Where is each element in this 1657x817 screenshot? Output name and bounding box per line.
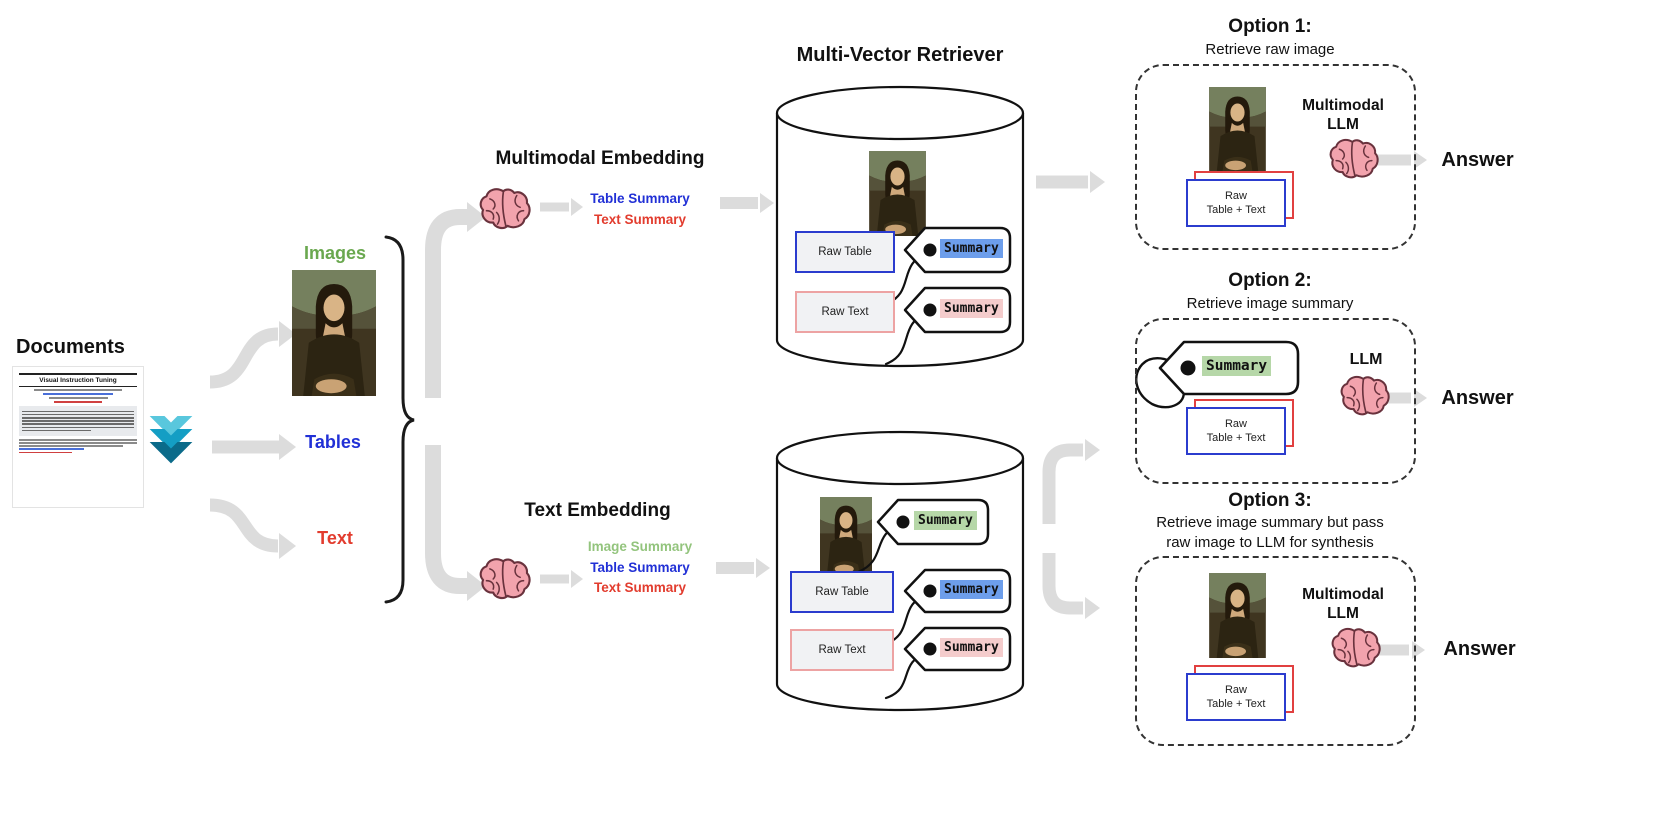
store2-raw-text-box: Raw Text — [790, 629, 894, 671]
option3-raw-doc-box: Raw Table + Text — [1186, 673, 1286, 721]
store1-raw-text-box: Raw Text — [795, 291, 895, 333]
option2-raw-doc-line2: Table + Text — [1206, 432, 1266, 444]
option2-raw-doc-box: Raw Table + Text — [1186, 407, 1286, 455]
option1-llm-label: Multimodal LLM — [1302, 97, 1384, 134]
option3-raw-doc-line2: Table + Text — [1206, 698, 1266, 710]
option1-raw-doc-box: Raw Table + Text — [1186, 179, 1286, 227]
retriever-title: Multi-Vector Retriever — [796, 44, 1004, 66]
option2-subtitle: Retrieve image summary — [1186, 295, 1354, 312]
option2-answer-label: Answer — [1441, 387, 1514, 409]
multimodal-embedding-title: Multimodal Embedding — [495, 148, 705, 169]
option2-dashed-box — [1135, 318, 1416, 484]
arrow-docs-to-text — [209, 498, 279, 553]
option3-llm-label: Multimodal LLM — [1302, 586, 1384, 623]
paper-text-line — [19, 445, 123, 447]
paper-title: Visual Instruction Tuning — [39, 376, 117, 384]
paper-text-line — [22, 416, 134, 419]
option1-title: Option 1: — [1228, 16, 1312, 37]
paper-thumbnail: Visual Instruction Tuning — [12, 366, 144, 508]
arrow-to-text-embedding — [425, 445, 468, 594]
store2-raw-table-label: Raw Table — [815, 586, 869, 598]
option2-llm-label: LLM — [1349, 351, 1383, 368]
chevron-logo-icon — [149, 416, 193, 464]
paper-text-line — [22, 426, 134, 429]
store2-text-summary-tag-label: Summary — [940, 638, 1003, 657]
paper-text-line — [22, 423, 134, 425]
paper-rule — [19, 373, 137, 375]
paper-text-line — [19, 442, 137, 444]
mm-table-summary-label: Table Summary — [590, 191, 690, 206]
store1-table-summary-tag-label: Summary — [940, 239, 1003, 258]
te-table-summary-label: Table Summary — [590, 560, 690, 575]
store1-raw-text-label: Raw Text — [821, 306, 869, 318]
store1-text-summary-tag-label: Summary — [940, 299, 1003, 318]
arrow-store2-to-option3 — [1042, 553, 1083, 615]
grouping-brace — [384, 235, 415, 604]
multimodal-embedding-brain-icon — [479, 188, 531, 230]
arrow-docs-to-images — [209, 327, 279, 389]
option1-subtitle: Retrieve raw image — [1205, 41, 1335, 58]
store1-portrait-painting — [869, 151, 926, 236]
documents-heading: Documents — [16, 336, 125, 358]
option1-raw-doc-line1: Raw — [1224, 189, 1247, 202]
te-image-summary-label: Image Summary — [587, 539, 693, 554]
paper-author-line — [34, 389, 122, 391]
option3-subtitle-line2: raw image to LLM for synthesis — [1166, 534, 1374, 551]
paper-text-line — [22, 410, 134, 413]
store2-raw-text-label: Raw Text — [818, 644, 866, 656]
option2-title: Option 2: — [1228, 270, 1312, 291]
paper-text-line — [19, 438, 137, 441]
option3-subtitle-line1: Retrieve image summary but pass — [1156, 514, 1384, 531]
paper-link-line — [19, 451, 73, 454]
store2-image-summary-tag-label: Summary — [914, 511, 977, 530]
paper-text-line — [22, 413, 134, 416]
text-embedding-title: Text Embedding — [524, 500, 671, 521]
text-label: Text — [317, 528, 353, 548]
store1-raw-table-label: Raw Table — [818, 246, 872, 258]
source-portrait-painting — [292, 270, 376, 396]
paper-link-line — [54, 401, 102, 403]
arrow-to-multimodal-embedding — [425, 209, 468, 398]
paper-author-line — [48, 397, 108, 399]
arrow-store2-to-option2 — [1042, 443, 1083, 524]
option2-raw-doc-line1: Raw — [1224, 417, 1247, 430]
option1-answer-label: Answer — [1441, 149, 1514, 171]
option3-title: Option 3: — [1228, 490, 1312, 511]
store1-raw-table-box: Raw Table — [795, 231, 895, 273]
paper-text-line — [22, 420, 134, 422]
paper-link-line — [19, 448, 84, 451]
tables-label: Tables — [305, 432, 361, 452]
mm-text-summary-label: Text Summary — [593, 212, 687, 227]
store2-raw-table-box: Raw Table — [790, 571, 894, 613]
store2-portrait-painting — [820, 497, 872, 575]
option3-raw-doc-line1: Raw — [1224, 683, 1247, 696]
images-label: Images — [303, 243, 367, 263]
paper-author-line — [42, 393, 114, 395]
option1-raw-doc-line2: Table + Text — [1206, 204, 1266, 216]
option2-summary-tag-label: Summary — [1202, 356, 1272, 376]
option1-dashed-box — [1135, 64, 1416, 250]
option3-dashed-box — [1135, 556, 1416, 746]
paper-rule — [19, 385, 137, 387]
flow-arrows — [209, 151, 1427, 659]
paper-abstract-panel — [19, 406, 137, 436]
paper-text-line — [22, 429, 92, 432]
store2-table-summary-tag-label: Summary — [940, 580, 1003, 599]
option3-answer-label: Answer — [1443, 638, 1516, 660]
text-embedding-brain-icon — [479, 558, 531, 600]
te-text-summary-label: Text Summary — [593, 580, 687, 595]
